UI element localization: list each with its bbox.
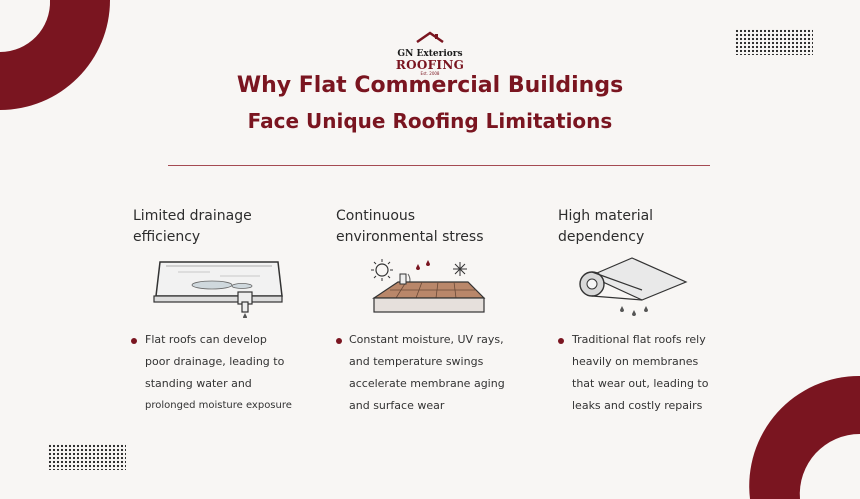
dot-grid-bottom-left [48, 444, 126, 470]
top-left-arc-decoration [0, 0, 110, 110]
company-logo: GN Exteriors ROOFING Est. 2008 [392, 28, 468, 76]
bullet-dot [558, 338, 564, 344]
weather-roof-icon [371, 259, 486, 313]
bullet-dot [131, 338, 137, 344]
house-roof-icon [416, 31, 444, 44]
page-title-line-1: Why Flat Commercial Buildings [236, 73, 624, 98]
logo-name: GN Exteriors [397, 49, 463, 59]
bottom-right-arc-decoration [749, 376, 860, 499]
dot-grid-top-right [735, 29, 813, 55]
flat-roof-drainage-icon [153, 261, 283, 318]
page-title-line-2: Face Unique Roofing Limitations [247, 109, 613, 133]
membrane-roll-icon [579, 257, 688, 316]
bullet-dot [336, 338, 342, 344]
column-2-bullet: Constant moisture, UV rays,and temperatu… [349, 333, 505, 412]
logo-established: Est. 2008 [420, 71, 440, 76]
title-divider [168, 165, 710, 166]
logo-subtitle: ROOFING [395, 58, 465, 72]
